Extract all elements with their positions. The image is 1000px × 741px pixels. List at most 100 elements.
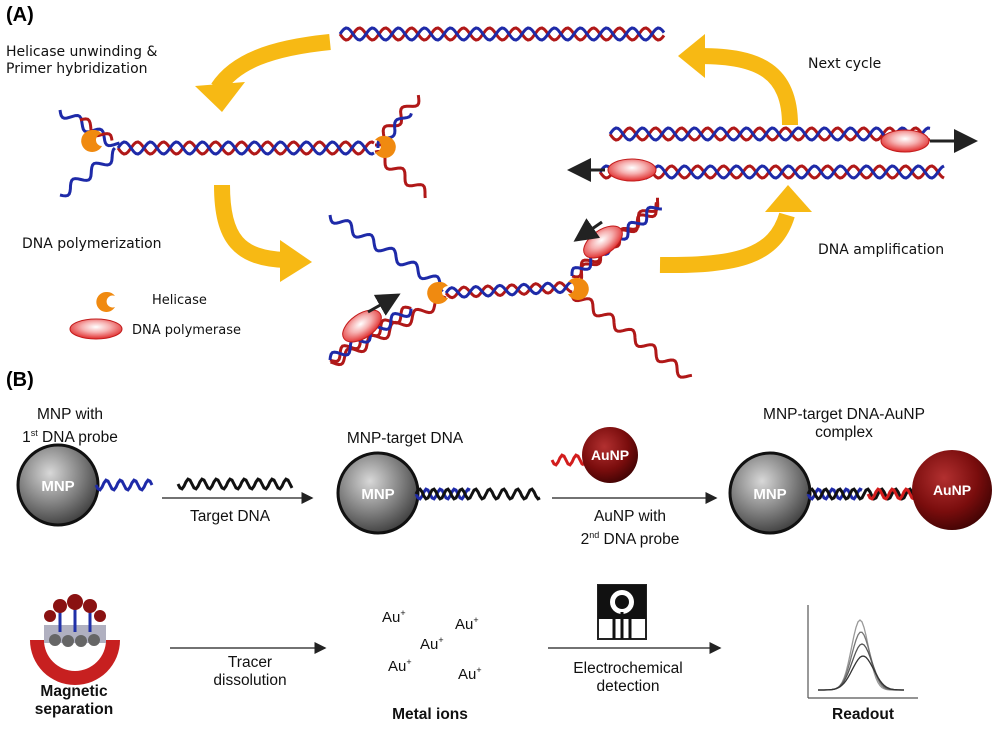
- second-dna-probe: [550, 453, 585, 467]
- target-dna-strand: [176, 477, 294, 491]
- cycle-arrow-polymerize: [214, 184, 286, 268]
- dna-strand: [608, 126, 931, 142]
- metal-ion: Au+: [388, 657, 412, 675]
- step-unwind-line1: Helicase unwinding &: [6, 44, 158, 60]
- ion-symbol: Au: [420, 636, 439, 653]
- dna-strand: [59, 147, 116, 198]
- dna-polymerase: [607, 158, 657, 182]
- helicase-enzyme: [81, 129, 102, 152]
- dna-polymerase: [880, 129, 930, 153]
- ion-symbol: Au: [388, 658, 407, 675]
- readout-plot-icon: [807, 605, 918, 699]
- cycle-arrow-amplify: [659, 212, 795, 274]
- aunp-label: AuNP: [933, 482, 971, 498]
- aunp-label: AuNP: [591, 447, 629, 463]
- electrode-sensor-icon: [597, 584, 647, 640]
- metal-ion: Au+: [382, 608, 406, 626]
- helicase-enzyme: [568, 277, 589, 300]
- readout-label: Readout: [832, 706, 894, 723]
- mnp-particle: [16, 443, 100, 527]
- dna-strand: [570, 291, 693, 379]
- panel-b-label: (B): [6, 369, 34, 391]
- first-dna-probe: [94, 478, 154, 492]
- dna-strand: [328, 214, 444, 293]
- target-dna-label: Target DNA: [189, 508, 271, 525]
- tracer-dissolution-label: Tracer dissolution: [190, 654, 310, 690]
- dna-strand: [338, 26, 666, 42]
- ordinal-num: 1: [22, 429, 31, 447]
- dna-strand: [444, 281, 573, 300]
- dna-strand: [116, 140, 375, 156]
- cycle-arrow-next: [699, 48, 798, 126]
- probe-text: DNA probe: [599, 531, 680, 549]
- ion-charge: +: [400, 608, 406, 618]
- aunp-particle: [582, 427, 638, 483]
- aunp-probe-line1: AuNP with: [593, 508, 667, 525]
- ion-charge: +: [476, 665, 482, 675]
- electrochemical-label: Electrochemical detection: [548, 660, 708, 696]
- mnp-label: MNP: [41, 478, 74, 495]
- hybridized-target: [414, 487, 541, 501]
- mnp-target-dna-label: MNP-target DNA: [346, 430, 464, 447]
- magnetic-line1: Magnetic: [40, 683, 108, 700]
- complex-probe-strand: [806, 487, 863, 501]
- magnetic-separation-label: Magnetic separation: [14, 683, 134, 719]
- cycle-arrow-unwind: [211, 34, 331, 93]
- mnp-probe-line1: MNP with: [36, 406, 104, 423]
- metal-ions-label: Metal ions: [392, 706, 468, 723]
- dna-strand: [374, 149, 427, 199]
- aunp-particle: [912, 450, 992, 530]
- dna-strand: [116, 140, 375, 156]
- electro-line2: detection: [596, 678, 660, 695]
- step-unwind-line2: Primer hybridization: [6, 61, 148, 77]
- metal-ion: Au+: [458, 665, 482, 683]
- ion-symbol: Au: [458, 666, 477, 683]
- complex-line1: MNP-target DNA-AuNP: [763, 406, 925, 423]
- direction-arrow: [367, 293, 401, 316]
- ordinal-suffix: nd: [589, 530, 600, 540]
- dna-double-helix-top: [338, 26, 666, 42]
- complex-second-probe: [866, 487, 915, 501]
- mnp-label: MNP: [361, 486, 394, 503]
- helicase-enzyme: [427, 281, 448, 304]
- direction-arrow: [573, 218, 603, 242]
- cycle-arrow-next-head: [678, 34, 705, 78]
- ordinal-suffix: st: [30, 428, 38, 438]
- cycle-arrow-unwind-head: [195, 82, 245, 112]
- legend-polymerase-icon: [69, 318, 123, 340]
- complex-line2: complex: [815, 424, 873, 441]
- dna-helix-polymerization: [328, 197, 693, 379]
- cycle-arrow-polymerize-head: [280, 240, 312, 282]
- mnp-probe-label: MNP with 1st DNA probe: [0, 406, 140, 447]
- hybridized-probe: [414, 487, 471, 501]
- dna-strand: [608, 126, 931, 142]
- step-unwind-label: Helicase unwinding & Primer hybridizatio…: [6, 44, 157, 78]
- metal-ion: Au+: [420, 635, 444, 653]
- tracer-line1: Tracer: [227, 654, 273, 671]
- cycle-arrow-amplify-head: [765, 185, 812, 212]
- complex-label: MNP-target DNA-AuNP complex: [744, 406, 944, 442]
- aunp-probe-label: AuNP with 2nd DNA probe: [560, 508, 700, 549]
- dna-helix-amplified: [598, 126, 945, 180]
- ion-symbol: Au: [382, 609, 401, 626]
- mnp-label: MNP: [753, 486, 786, 503]
- probe-text: DNA probe: [37, 429, 118, 447]
- step-polymerization-label: DNA polymerization: [22, 236, 162, 252]
- dna-strand: [338, 26, 666, 42]
- dna-strand: [598, 164, 945, 180]
- aunp-probe-line2: 2nd DNA probe: [560, 526, 700, 549]
- magnetic-line2: separation: [34, 701, 114, 718]
- dna-helix-unwinding: [58, 94, 427, 199]
- panel-a-label: (A): [6, 4, 34, 26]
- magnetic-separation-icon: [30, 594, 120, 685]
- complex-target-strand: [806, 487, 925, 501]
- electro-line1: Electrochemical: [573, 660, 683, 677]
- legend-helicase-label: Helicase: [152, 293, 207, 308]
- legend-helicase-icon: [96, 291, 115, 312]
- dna-strand: [444, 280, 573, 299]
- mnp-probe-line2: 1st DNA probe: [0, 424, 140, 447]
- ion-charge: +: [406, 657, 412, 667]
- ion-charge: +: [438, 635, 444, 645]
- ion-charge: +: [473, 615, 479, 625]
